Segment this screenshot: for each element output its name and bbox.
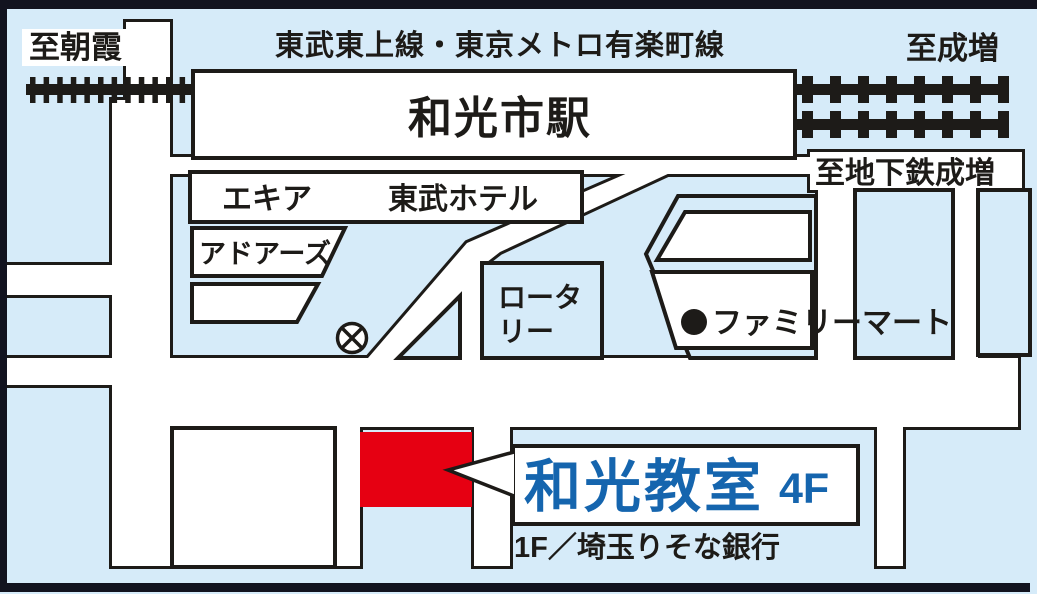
- rotary-label-line1: ロータ: [498, 282, 582, 313]
- to-asaka-label: 至朝霞: [29, 30, 122, 65]
- adores-building: [190, 226, 349, 278]
- adores-label: アドアーズ: [199, 238, 331, 269]
- frame-bottom: [0, 583, 1030, 592]
- building-unnamed-north: [653, 210, 812, 262]
- traffic-island: [393, 291, 462, 360]
- frame-left: [0, 0, 7, 592]
- to-asaka-label-bg: [22, 29, 130, 66]
- tobu-hotel-label: 東武ホテル: [388, 183, 538, 216]
- railway-west-ties: [30, 77, 186, 103]
- road-network-fill: [2, 22, 1022, 566]
- building-first-floor-info: 1F／埼玉りそな銀行: [514, 531, 780, 564]
- familymart-dot-icon: [681, 309, 707, 335]
- railway-line-name: 東武東上線・東京メトロ有楽町線: [275, 28, 725, 62]
- railway-east: [797, 76, 1009, 138]
- frame-top: [0, 0, 1037, 9]
- city-block-east-1: [853, 188, 955, 360]
- destination-name: 和光教室: [524, 455, 764, 519]
- crossing-icon: [335, 321, 369, 355]
- to-subway-narimasu-label: 至地下鉄成増: [815, 156, 995, 190]
- station-building: [191, 69, 797, 160]
- building-unnamed-west: [190, 282, 322, 324]
- railway-east-ties-2: [802, 111, 1009, 138]
- railway-west: [26, 77, 192, 103]
- station-name: 和光市駅: [408, 94, 592, 143]
- equia-tobu-hotel-building: [188, 170, 584, 224]
- destination-floor: 4F: [779, 465, 829, 513]
- destination-callout-box: [511, 444, 860, 526]
- familymart-label: ファミリーマート: [712, 307, 952, 340]
- callout-pointer: [442, 450, 515, 498]
- equia-label: エキア: [222, 183, 312, 216]
- rotary-label-line2: リー: [498, 316, 554, 347]
- rotary-block: [480, 261, 604, 360]
- building-unnamed-south: [170, 426, 337, 569]
- to-narimasu-label: 至成増: [906, 31, 999, 66]
- railway-east-ties-1: [802, 76, 1009, 103]
- city-block-east-2: [976, 188, 1032, 357]
